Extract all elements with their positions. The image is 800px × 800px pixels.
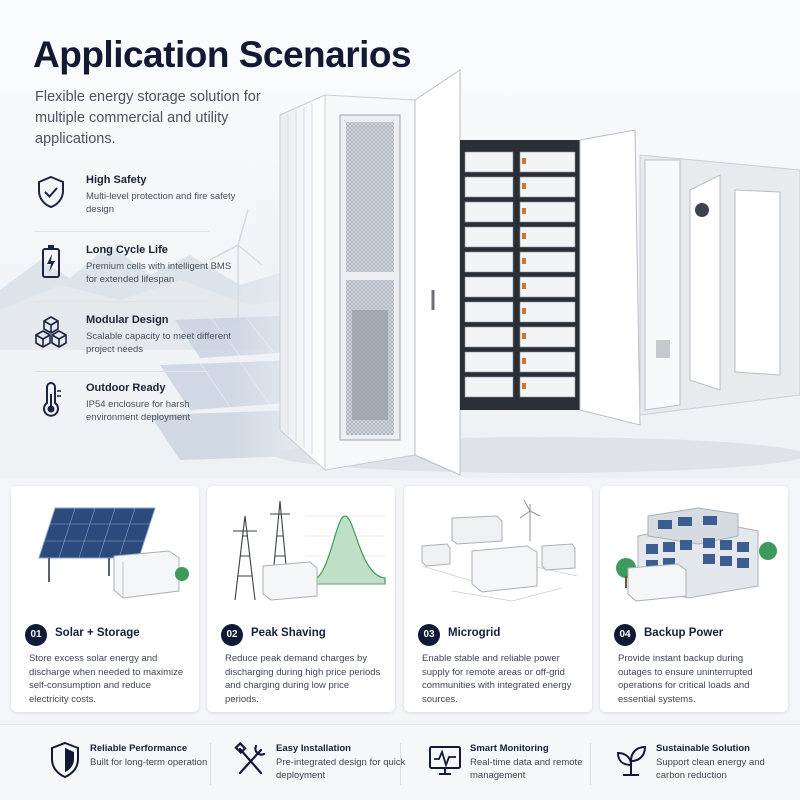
divider [210,743,211,785]
benefits-bar: Reliable Performance Built for long-term… [0,724,800,800]
benefit-title: Sustainable Solution [656,743,750,754]
battery-modules [464,151,576,398]
page-title: Application Scenarios [33,34,412,75]
hero-section: Application Scenarios Flexible energy st… [0,0,800,478]
scenario-card-solar-storage[interactable]: 01 Solar + Storage Store excess solar en… [11,486,199,712]
scenario-title: Peak Shaving [251,627,326,639]
feature-desc: Scalable capacity to meet different proj… [86,331,232,355]
scenario-desc: Provide instant backup during outages to… [618,653,753,705]
scenario-desc: Reduce peak demand charges by dischargin… [225,653,381,705]
feature-desc: Multi-level protection and fire safety d… [86,191,236,215]
peak-shaving-illustration [233,500,386,601]
divider [590,743,591,785]
scenario-title: Solar + Storage [55,627,140,639]
benefit-desc: Real-time data and remote management [470,757,583,781]
cubes-icon [35,316,67,348]
backup-power-illustration [616,507,777,602]
scenario-card-microgrid[interactable]: 03 Microgrid Enable stable and reliable … [404,486,592,712]
scenario-number: 04 [614,624,636,646]
shield-check-icon [38,175,64,209]
feature-title: Outdoor Ready [86,382,166,394]
benefit-smart-monitoring: Smart Monitoring Real-time data and remo… [428,739,618,789]
benefit-title: Easy Installation [276,743,351,754]
divider [34,231,209,232]
thermometer-icon [43,382,61,417]
battery-storage-container-illustration [275,69,800,476]
microgrid-illustration [421,499,578,602]
benefit-desc: Built for long-term operation [90,757,208,768]
monitor-pulse-icon [429,746,461,775]
shield-check-icon [51,741,79,779]
divider [34,371,209,372]
feature-desc: IP54 enclosure for harsh environment dep… [86,399,191,423]
scenario-desc: Store excess solar energy and discharge … [29,653,184,705]
benefit-title: Reliable Performance [90,743,188,754]
divider [34,301,209,302]
scenario-number: 01 [25,624,47,646]
benefit-sustainable-solution: Sustainable Solution Support clean energ… [614,739,800,789]
feature-title: Modular Design [86,314,169,326]
scenario-title: Backup Power [644,627,724,639]
tools-icon [234,741,266,775]
feature-outdoor-ready: Outdoor Ready IP54 enclosure for harsh e… [34,382,234,440]
scenario-number: 03 [418,624,440,646]
scenario-card-peak-shaving[interactable]: 02 Peak Shaving Reduce peak demand charg… [207,486,395,712]
leaf-sprout-icon [616,745,647,776]
feature-modular-design: Modular Design Scalable capacity to meet… [34,314,234,372]
scenario-number: 02 [221,624,243,646]
feature-title: Long Cycle Life [86,244,168,256]
scenario-title: Microgrid [448,627,501,639]
feature-high-safety: High Safety Multi-level protection and f… [34,174,236,232]
benefit-easy-installation: Easy Installation Pre-integrated design … [234,739,424,789]
feature-desc: Premium cells with intelligent BMS for e… [86,261,232,285]
benefit-desc: Support clean energy and carbon reductio… [656,757,765,781]
feature-long-cycle-life: Long Cycle Life Premium cells with intel… [34,244,234,302]
page-subtitle: Flexible energy storage solution for mul… [35,89,261,147]
scenario-desc: Enable stable and reliable power supply … [422,653,572,705]
battery-bolt-icon [42,245,60,278]
scenario-card-backup-power[interactable]: 04 Backup Power Provide instant backup d… [600,486,788,712]
benefit-desc: Pre-integrated design for quick deployme… [276,757,406,781]
benefit-reliable-performance: Reliable Performance Built for long-term… [48,739,238,789]
solar-storage-illustration [38,507,189,599]
divider [400,743,401,785]
benefit-title: Smart Monitoring [470,743,549,754]
feature-title: High Safety [86,174,147,186]
